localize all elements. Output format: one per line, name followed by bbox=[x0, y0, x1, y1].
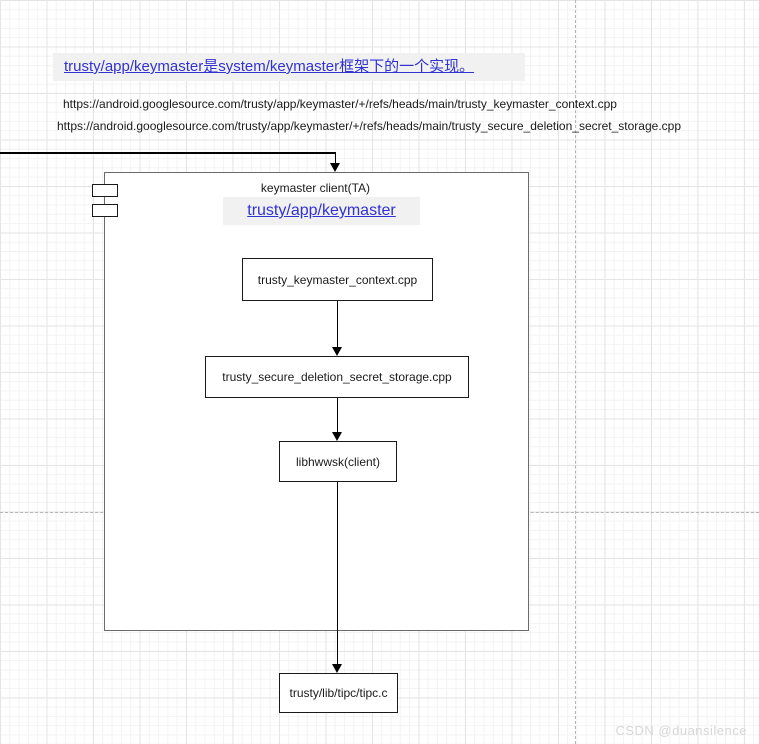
url-label-storage: https://android.googlesource.com/trusty/… bbox=[57, 119, 682, 133]
incoming-arrow-line-v bbox=[334, 152, 336, 165]
node-label: trusty_secure_deletion_secret_storage.cp… bbox=[222, 370, 452, 384]
uml-component-icon-tab-top bbox=[92, 184, 118, 197]
node-trusty-keymaster-context[interactable]: trusty_keymaster_context.cpp bbox=[242, 258, 433, 301]
incoming-arrow-head bbox=[329, 163, 340, 172]
component-box-keymaster-client[interactable] bbox=[104, 172, 529, 631]
node-label: trusty/lib/tipc/tipc.c bbox=[289, 686, 388, 700]
arrow-line bbox=[336, 301, 338, 348]
page-boundary-vertical bbox=[575, 0, 576, 744]
incoming-arrow-line-h bbox=[0, 152, 336, 154]
component-title: keymaster client(TA) bbox=[260, 181, 371, 195]
arrow-head bbox=[331, 664, 342, 673]
component-link[interactable]: trusty/app/keymaster bbox=[247, 202, 396, 219]
node-label: trusty_keymaster_context.cpp bbox=[257, 272, 418, 287]
uml-component-icon-tab-bottom bbox=[92, 204, 118, 217]
node-trusty-lib-tipc[interactable]: trusty/lib/tipc/tipc.c bbox=[279, 673, 398, 713]
url-label-context: https://android.googlesource.com/trusty/… bbox=[63, 97, 617, 111]
component-link-highlight: trusty/app/keymaster bbox=[223, 197, 420, 225]
node-label: libhwwsk(client) bbox=[295, 454, 381, 469]
arrow-head bbox=[331, 432, 342, 441]
arrow-line bbox=[336, 398, 338, 433]
node-trusty-secure-deletion-secret-storage[interactable]: trusty_secure_deletion_secret_storage.cp… bbox=[205, 356, 469, 398]
node-libhwwsk-client[interactable]: libhwwsk(client) bbox=[279, 441, 397, 482]
note-highlight: trusty/app/keymaster是system/keymaster框架下… bbox=[53, 53, 525, 81]
arrow-head bbox=[331, 347, 342, 356]
arrow-line bbox=[336, 482, 338, 665]
note-link[interactable]: trusty/app/keymaster是system/keymaster框架下… bbox=[64, 58, 475, 75]
watermark: CSDN @duansilence bbox=[615, 723, 747, 738]
